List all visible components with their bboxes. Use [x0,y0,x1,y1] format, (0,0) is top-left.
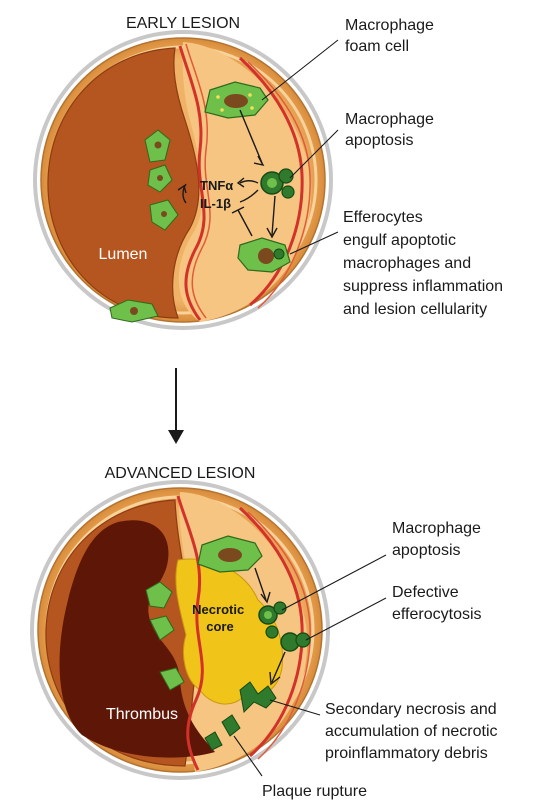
callout-early-apoptosis: Macrophage apoptosis [345,111,438,149]
callout-plaque-rupture: Plaque rupture [262,783,367,800]
advanced-lesion-title: ADVANCED LESION [105,465,256,482]
callout-foam-cell: Macrophage foam cell [345,17,438,55]
cytokine-tnf-alpha: TNFα [200,178,233,193]
callout-efferocytes: Efferocytes engulf apoptotic macrophages… [343,209,508,318]
early-lesion-title: EARLY LESION [126,15,240,32]
cytokine-il-1-beta: IL-1β [200,196,231,211]
advanced-lesion-panel: ADVANCED LESION [30,465,502,800]
progression-arrow [168,368,184,444]
thrombus-label: Thrombus [106,706,178,723]
early-lesion-panel: EARLY LESION Lumen [33,15,508,330]
callout-secondary-necrosis: Secondary necrosis and accumulation of n… [325,701,502,762]
callout-advanced-apoptosis: Macrophage apoptosis [392,520,485,559]
callout-defective-efferocytosis: Defective efferocytosis [392,584,482,623]
advanced-vessel [30,480,330,780]
lumen-label: Lumen [99,246,148,263]
